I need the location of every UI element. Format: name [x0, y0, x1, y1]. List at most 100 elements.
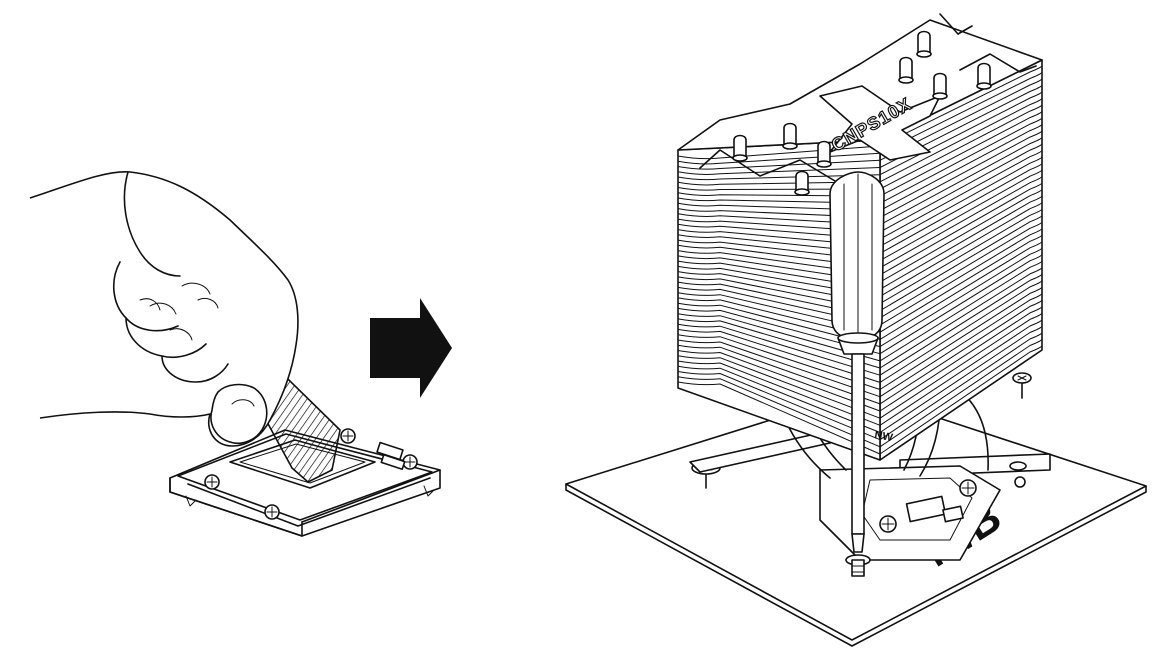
fin-line [677, 334, 881, 390]
fin-line [879, 163, 1043, 254]
fin-line [677, 192, 881, 197]
fin-line [879, 91, 1043, 176]
fin-line [677, 202, 881, 211]
fin-line [879, 260, 1043, 362]
fin-line [879, 345, 1043, 455]
cooler-base-plate [169, 428, 441, 537]
fin-line [879, 221, 1043, 319]
fin-line [677, 187, 881, 191]
fin-line [879, 85, 1043, 168]
fin-line [879, 104, 1043, 190]
screwdriver-icon [829, 171, 885, 577]
fin-line [879, 72, 1043, 154]
fin-line [677, 181, 881, 186]
fin-line [879, 339, 1043, 448]
fin-line [677, 174, 881, 181]
fin-line [677, 167, 881, 175]
fin-line [677, 239, 881, 262]
fin-line [677, 223, 881, 240]
fin-line [677, 323, 881, 376]
fin-line [879, 293, 1043, 398]
fin-line [677, 307, 881, 355]
fin-line [879, 156, 1043, 247]
fin-mark: NW [873, 429, 894, 444]
base-screw [204, 474, 220, 490]
fin-line [879, 228, 1043, 326]
fin-line [677, 276, 881, 312]
arrow-right-icon [370, 298, 452, 398]
base-screw [959, 479, 977, 497]
fin-line [879, 169, 1043, 262]
fin-line [879, 65, 1043, 147]
fin-line [677, 234, 881, 254]
fin-line [677, 281, 881, 319]
fin-line [677, 360, 881, 426]
fin-line [677, 218, 881, 233]
fin-line [879, 182, 1043, 276]
fin-line [879, 234, 1043, 333]
fin-line [677, 318, 881, 369]
fin-line [677, 344, 881, 405]
fin-line [879, 98, 1043, 183]
fin-line [879, 280, 1043, 383]
fin-line [879, 130, 1043, 219]
fin-line [879, 176, 1043, 269]
fin-line [879, 150, 1043, 240]
fin-line [677, 286, 881, 326]
fin-line [879, 117, 1043, 204]
fin-line [677, 302, 881, 348]
fin-line [879, 143, 1043, 233]
fin-line [879, 332, 1043, 441]
heatsink-fin-stack: CNPS10X NW [677, 13, 1043, 461]
fin-line [677, 213, 881, 226]
fin-line [879, 124, 1043, 211]
fin-line [677, 355, 881, 419]
fin-line [879, 202, 1043, 297]
fin-line [879, 189, 1043, 283]
fin-line [677, 250, 881, 276]
fin-line [677, 152, 881, 165]
fin-line [879, 241, 1043, 340]
fin-line [879, 267, 1043, 369]
fin-line [879, 208, 1043, 305]
fin-line [677, 292, 881, 333]
fin-line [879, 78, 1043, 161]
fin-line [879, 195, 1043, 290]
fin-line [879, 319, 1043, 426]
fin-line [879, 299, 1043, 405]
fin-line [677, 260, 881, 290]
fin-line [677, 145, 881, 160]
fin-line [677, 265, 881, 297]
base-screw [264, 504, 280, 520]
hand-icon [29, 171, 299, 447]
fin-line [677, 208, 881, 219]
standoff-screw [1012, 372, 1032, 399]
base-screw [402, 454, 418, 470]
fin-line [677, 297, 881, 340]
fin-line [677, 381, 881, 455]
fin-line [879, 306, 1043, 412]
fin-line [677, 159, 881, 170]
base-screw [340, 428, 356, 444]
fin-line [879, 111, 1043, 197]
fin-line [677, 229, 881, 247]
fin-line [677, 244, 881, 269]
fin-line [677, 255, 881, 283]
fin-line [677, 371, 881, 441]
fin-line [879, 215, 1043, 312]
fin-line [879, 254, 1043, 355]
fin-line [677, 350, 881, 412]
fin-line [677, 365, 881, 433]
fin-line [879, 137, 1043, 226]
fin-line [677, 376, 881, 448]
fin-line [677, 197, 881, 204]
fin-line [879, 286, 1043, 390]
heatpipe-caps [732, 30, 992, 196]
fin-line [677, 271, 881, 305]
fin-line [677, 328, 881, 383]
fin-line [879, 312, 1043, 419]
base-screw [879, 515, 897, 533]
fin-line [879, 326, 1043, 433]
fin-line [677, 339, 881, 398]
